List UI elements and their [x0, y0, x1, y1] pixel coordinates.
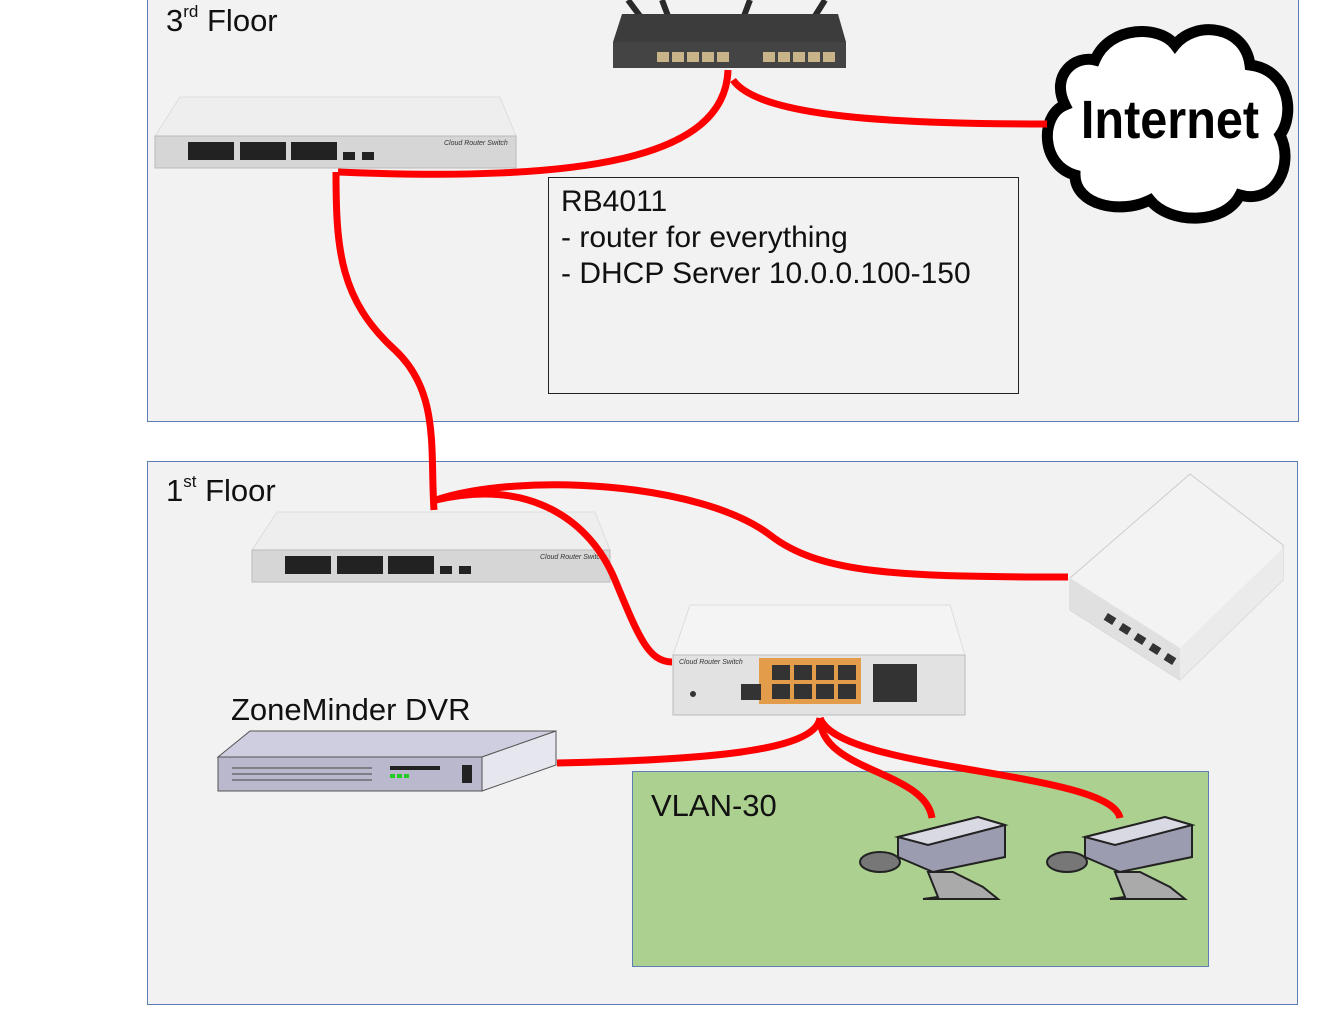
switch-crs112: Cloud Router Switch — [672, 604, 966, 716]
camera-2 — [1046, 815, 1196, 900]
floor-number: 1 — [166, 473, 184, 508]
device-label: Cloud Router Switch — [679, 659, 743, 666]
floor-label: Floor — [207, 3, 278, 38]
note-line: RB4011 — [561, 185, 668, 218]
camera-1 — [859, 815, 1009, 900]
router-rb4011 — [613, 0, 846, 68]
floor-suffix: rd — [183, 2, 199, 21]
device-label: Cloud Router Switch — [540, 554, 604, 561]
dvr-label: ZoneMinder DVR — [231, 692, 471, 727]
note-line: - router for everything — [561, 221, 848, 254]
cable-floor3-to-floor1 — [332, 171, 438, 511]
cable-switch-to-crs112 — [435, 490, 673, 666]
floor-label: Floor — [205, 473, 276, 508]
cable-router-to-internet — [730, 77, 1048, 128]
note-line: - DHCP Server 10.0.0.100-150 — [561, 257, 971, 290]
cable-crs112-to-dvr — [556, 716, 824, 767]
internet-label: Internet — [1081, 89, 1259, 150]
router-note: RB4011 - router for everything - DHCP Se… — [548, 177, 1019, 394]
floor-3-title: 3rd Floor — [166, 2, 278, 39]
floor-number: 3 — [166, 3, 184, 38]
cable-switch-to-rb260 — [434, 481, 1069, 581]
internet-cloud: Internet — [1041, 24, 1294, 224]
switch-rb260 — [1069, 473, 1284, 681]
device-label: Cloud Router Switch — [444, 140, 508, 147]
cable-crs112-to-camera-1 — [816, 717, 936, 819]
floor-1-title: 1st Floor — [166, 472, 276, 509]
switch-3rd-floor: Cloud Router Switch — [154, 96, 517, 169]
cables — [332, 69, 1124, 820]
floor-suffix: st — [183, 472, 197, 491]
dvr-device — [216, 730, 557, 792]
cable-crs112-to-camera-2 — [816, 716, 1124, 820]
vlan-label: VLAN-30 — [651, 788, 777, 823]
cable-router-to-switch — [337, 69, 732, 178]
switch-1st-floor: Cloud Router Switch — [251, 511, 611, 583]
